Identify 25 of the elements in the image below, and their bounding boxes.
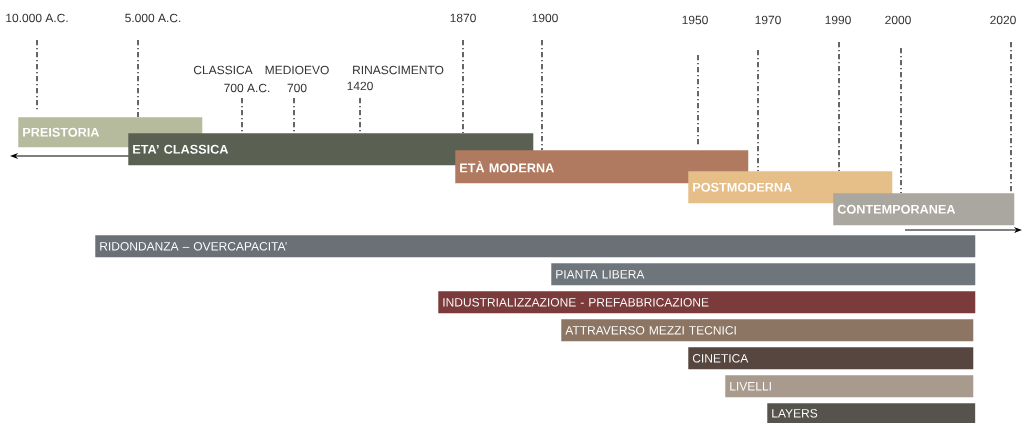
date-label: 1990 — [825, 15, 851, 25]
timeline-bar: PIANTA LIBERA — [551, 263, 976, 286]
period-label: CLASSICA — [193, 65, 253, 75]
timeline-bar: ATTRAVERSO MEZZI TECNICI — [561, 319, 974, 342]
period-label: MEDIOEVO — [265, 65, 329, 75]
period-label: RINASCIMENTO — [353, 65, 444, 75]
date-label: 1970 — [755, 15, 781, 25]
date-label: 10.000 A.C. — [6, 13, 68, 23]
date-label: 1870 — [450, 13, 476, 23]
timeline-bar: ETÀ MODERNA — [455, 150, 749, 184]
timeline-bar: INDUSTRIALIZZAZIONE - PREFABBRICAZIONE — [438, 291, 976, 314]
date-label: 1420 — [347, 81, 373, 91]
date-label: 2000 — [885, 15, 911, 25]
date-label: 700 A.C. — [224, 83, 270, 93]
date-label: 1950 — [682, 15, 708, 25]
timeline-bar: CINETICA — [688, 347, 974, 370]
timeline-bar: LAYERS — [767, 403, 976, 423]
date-label: 1900 — [532, 13, 558, 23]
timeline-bar: LIVELLI — [725, 375, 974, 398]
date-label: 5.000 A.C. — [125, 13, 181, 23]
timeline-bar: POSTMODERNA — [688, 171, 893, 204]
date-label: 700 — [287, 83, 307, 93]
date-label: 2020 — [990, 15, 1016, 25]
timeline-bar: RIDONDANZA – OVERCAPACITA’ — [95, 235, 976, 258]
timeline-bar: CONTEMPORANEA — [833, 193, 1015, 226]
